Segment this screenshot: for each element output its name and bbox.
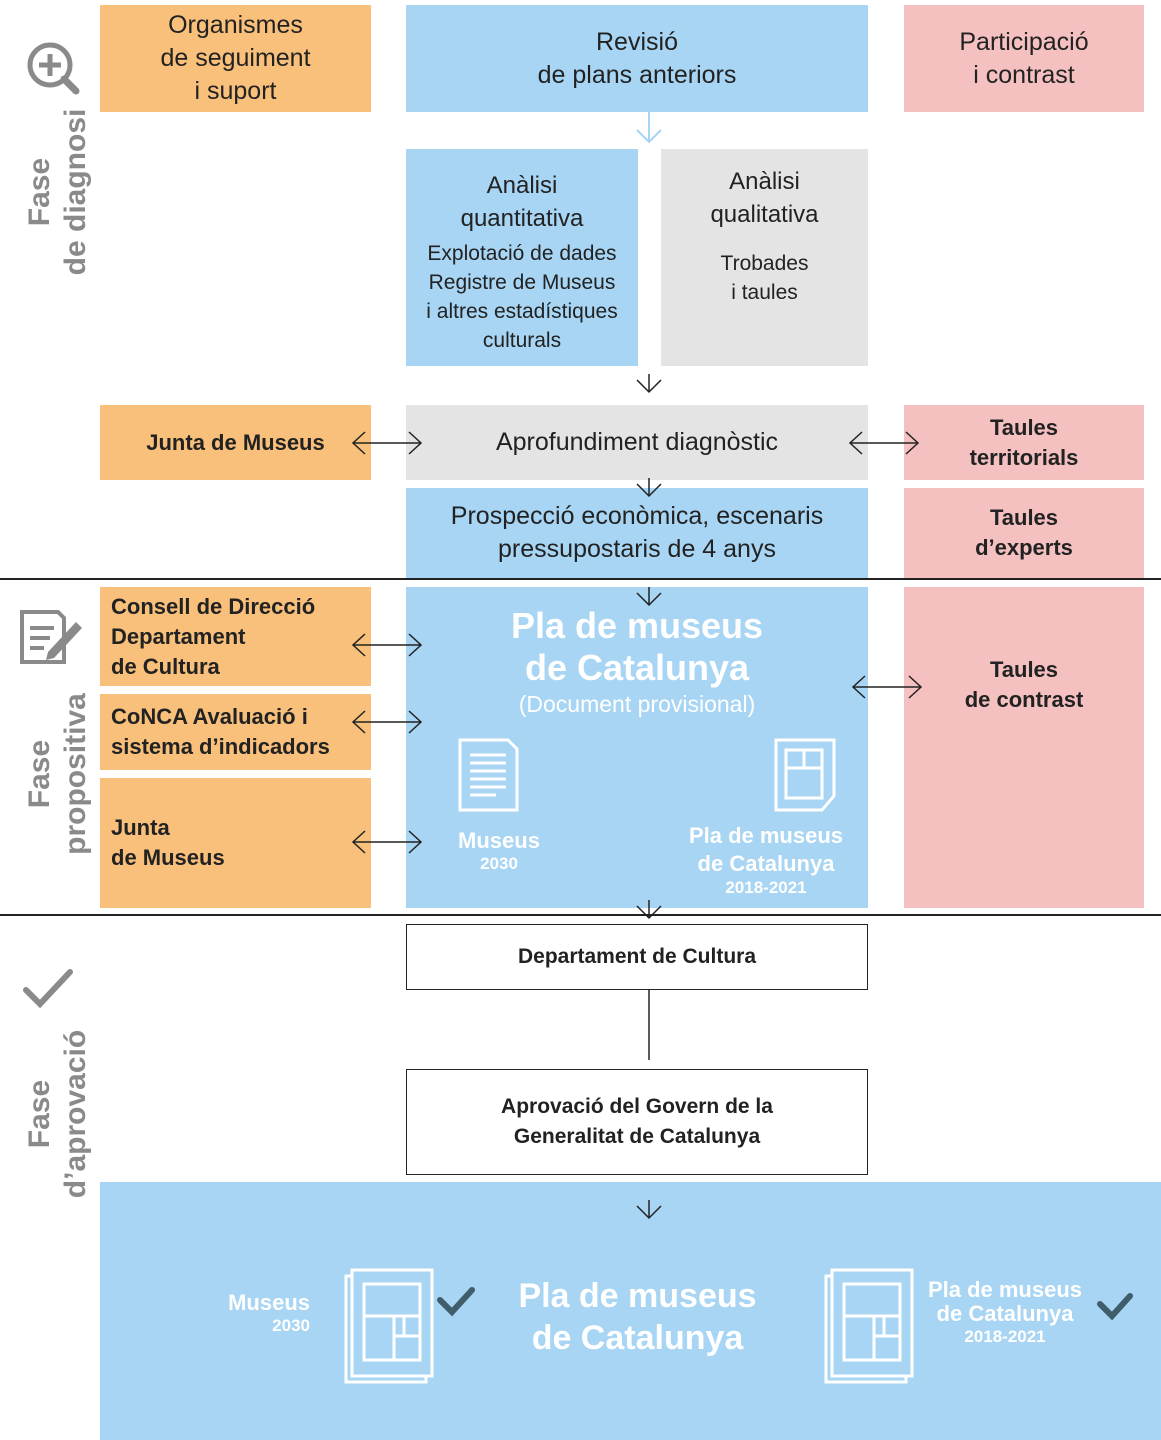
aprovacio-govern-box: Aprovació del Govern de la Generalitat d…	[406, 1069, 868, 1175]
museus-2030-label: Museus 2030	[458, 828, 540, 873]
junta-museus-box: Junta de Museus	[100, 405, 371, 480]
phase-separator-1	[0, 578, 1161, 580]
taules-territorials-box: Taules territorials	[904, 405, 1144, 480]
pla-museus-2018-label: Pla de museus de Catalunya 2018-2021	[688, 823, 844, 897]
organismes-box: Organismes de seguiment i suport	[100, 5, 371, 112]
phase-label-propositiva: Fase propositiva	[23, 693, 92, 855]
taules-contrast-box: Taules de contrast	[904, 587, 1144, 908]
arrow-down-revisio	[636, 112, 662, 144]
final-museus-2030-label: Museus 2030	[228, 1290, 310, 1335]
phase-label-diagnosi: Fase de diagnosi	[23, 108, 92, 276]
taules-experts-box: Taules d’experts	[904, 488, 1144, 578]
arrow-down-analisi	[636, 373, 662, 393]
pla-final-title: Pla de museus de Catalunya	[518, 1277, 757, 1357]
final-pla-museus-2018-label: Pla de museus de Catalunya 2018-2021	[927, 1277, 1083, 1347]
analisi-quantitativa-box: Anàlisi quantitativa Explotació de dades…	[406, 149, 638, 366]
checkmark-icon	[23, 969, 73, 1009]
participacio-box: Participació i contrast	[904, 5, 1144, 112]
phase-label-aprovacio: Fase d’aprovació	[23, 1029, 92, 1199]
aprofundiment-box: Aprofundiment diagnòstic	[406, 405, 868, 480]
document-edit-icon	[20, 610, 82, 664]
junta-museus-box-2: Junta de Museus	[100, 778, 371, 908]
pla-final-box	[100, 1182, 1161, 1440]
analisi-qualitativa-box: Anàlisi qualitativa Trobades i taules	[661, 149, 868, 366]
consell-direccio-box: Consell de Direcció Departament de Cultu…	[100, 587, 371, 686]
revisio-box: Revisió de plans anteriors	[406, 5, 868, 112]
phase-separator-2	[0, 914, 1161, 916]
conca-box: CoNCA Avaluació i sistema d’indicadors	[100, 694, 371, 770]
departament-box: Departament de Cultura	[406, 924, 868, 990]
prospeccio-box: Prospecció econòmica, escenaris pressupo…	[406, 488, 868, 578]
